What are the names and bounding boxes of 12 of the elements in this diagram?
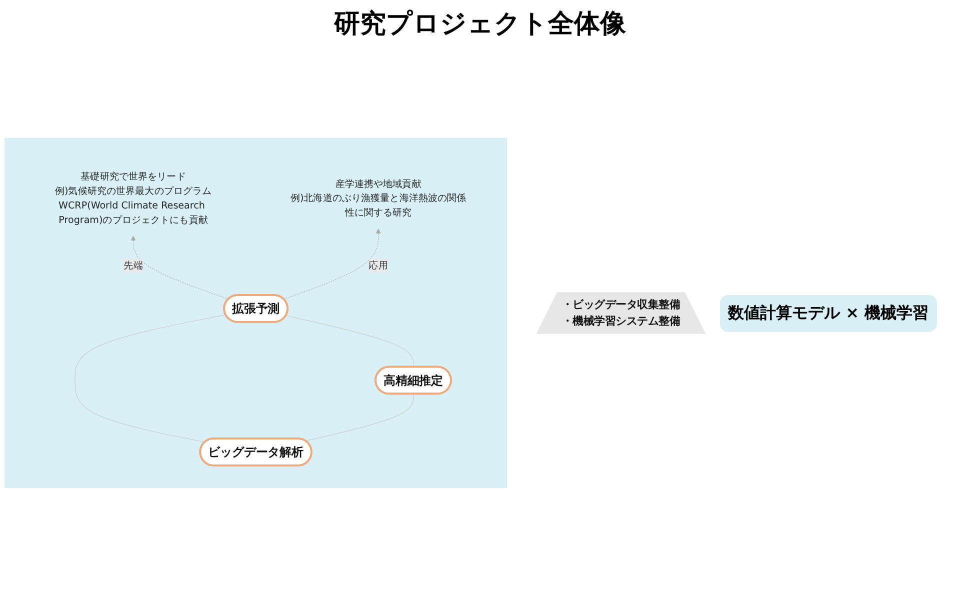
node-text: 基礎研究で世界をリード 例)気候研究の世界最大のプログラムWCRP(World Climate Research Program)のプロジェクトにも貢献 bbox=[54, 170, 212, 226]
edge-label: 先端 bbox=[124, 260, 143, 271]
edge-label: 応用 bbox=[368, 260, 388, 271]
connector bbox=[74, 314, 226, 442]
connector bbox=[305, 394, 414, 442]
connector bbox=[286, 315, 414, 368]
node-text: 産学連携や地域貢献 例)北海道のぶり漁獲量と海洋熱波の関係性に関する研究 bbox=[290, 178, 466, 218]
arrow bbox=[130, 236, 229, 300]
arrow bbox=[283, 228, 381, 300]
cluster bbox=[4, 138, 508, 488]
diagram-title: 研究プロジェクト全体像 bbox=[332, 8, 627, 41]
center-label: 数値計算モデル × 機械学習 bbox=[720, 294, 937, 332]
